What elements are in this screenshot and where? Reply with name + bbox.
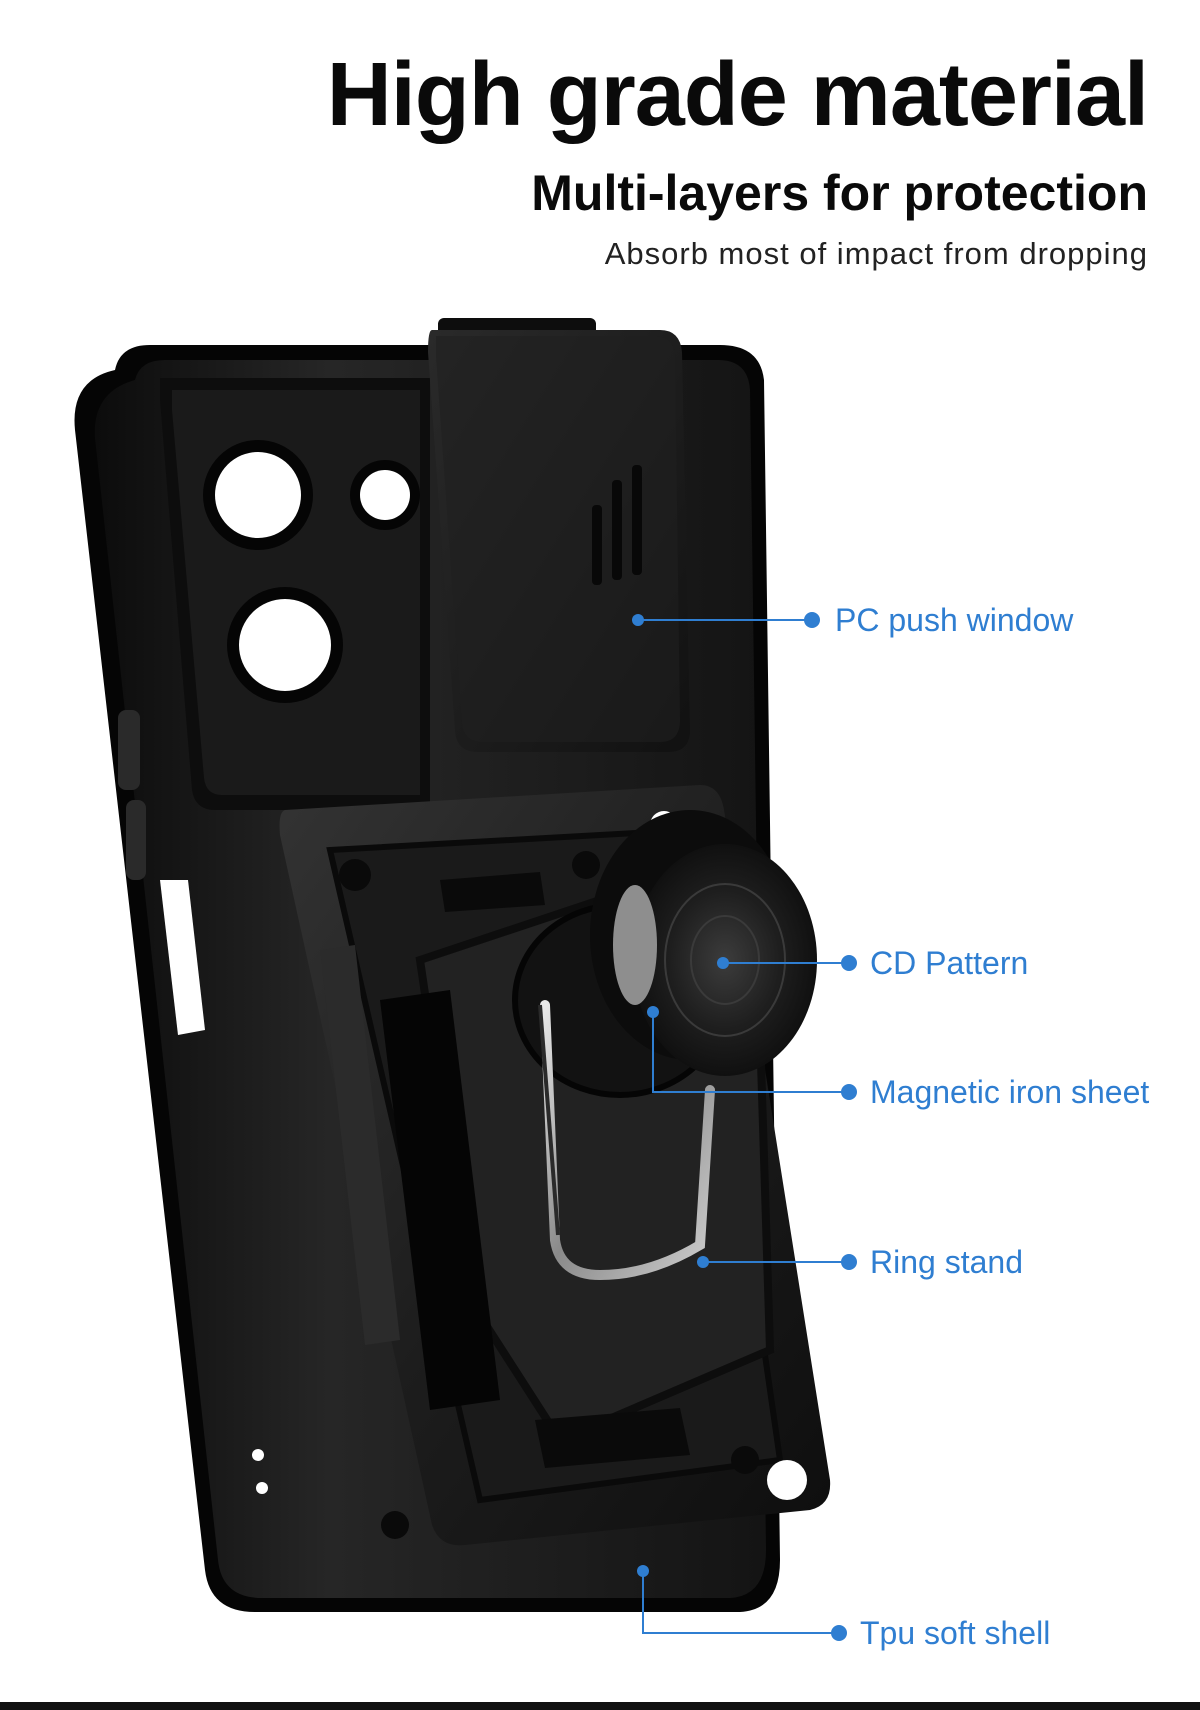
callout-lines [638, 619, 849, 1634]
callout-dots [632, 612, 857, 1641]
callout-ring-stand: Ring stand [870, 1244, 1023, 1280]
callout-cd-pattern: CD Pattern [870, 945, 1029, 981]
bottom-rule [0, 1702, 1200, 1710]
page-subtitle: Multi-layers for protection [531, 165, 1148, 221]
pc-push-window [428, 318, 690, 752]
callout-magnetic-iron-sheet: Magnetic iron sheet [870, 1074, 1150, 1110]
callout-tpu-soft-shell: Tpu soft shell [860, 1615, 1051, 1651]
callout-pc-push-window: PC push window [835, 602, 1074, 638]
page-title: High grade material [326, 45, 1149, 145]
camera-plate [160, 378, 430, 810]
cd-pattern-disc [590, 810, 817, 1076]
page-tagline: Absorb most of impact from dropping [604, 236, 1148, 271]
